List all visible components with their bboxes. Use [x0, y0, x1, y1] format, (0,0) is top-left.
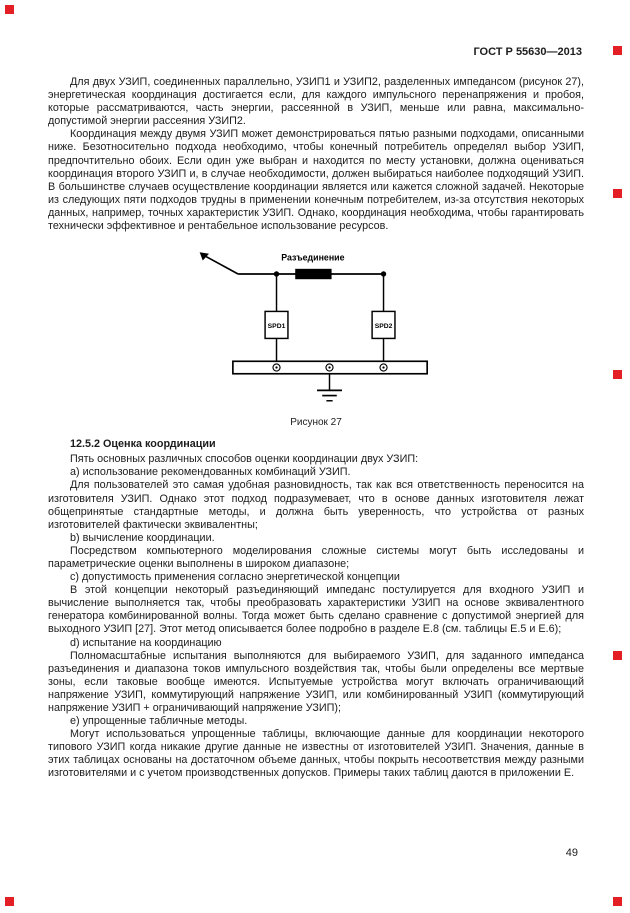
red-marker: [613, 651, 622, 660]
figure-27: Разъединение SPD1 SPD2: [176, 247, 456, 428]
red-marker: [613, 897, 622, 906]
impedance-block: [295, 268, 332, 280]
spd1-label: SPD1: [268, 323, 286, 330]
list-item-b: b) вычисление координации.: [70, 531, 215, 544]
paragraph-b: Посредством компьютерного моделирования …: [48, 544, 584, 570]
paragraph-intro-2: Координация между двумя УЗИП может демон…: [48, 128, 584, 233]
list-item-d: d) испытание на координацию: [70, 636, 222, 649]
list-item-a: а) использование рекомендованных комбина…: [70, 466, 351, 479]
red-marker: [5, 897, 14, 906]
spd2-box: SPD2: [371, 310, 396, 340]
spd2-label: SPD2: [375, 323, 393, 330]
paragraph-intro-1: Для двух УЗИП, соединенных параллельно, …: [48, 76, 584, 128]
standard-number: ГОСТ Р 55630—2013: [473, 46, 582, 58]
paragraph-c: В этой концепции некоторый разъединяющий…: [48, 584, 584, 636]
spd1-box: SPD1: [264, 310, 289, 340]
paragraph-list-intro: Пять основных различных способов оценки …: [70, 453, 419, 466]
red-marker: [613, 370, 622, 379]
red-marker: [613, 46, 622, 55]
red-marker: [5, 5, 14, 14]
page-number: 49: [565, 847, 578, 859]
paragraph-a: Для пользователей это самая удобная разн…: [48, 479, 584, 531]
node-dot-right: [380, 271, 387, 277]
paragraph-e: Могут использоваться упрощенные таблицы,…: [48, 728, 584, 780]
impedance-label: Разъединение: [281, 253, 344, 263]
node-dot-left: [273, 271, 280, 277]
list-item-c: с) допустимость применения согласно энер…: [70, 571, 400, 584]
surge-arrow-icon: [199, 252, 239, 275]
paragraph-d: Полномасштабные испытания выполняются дл…: [48, 649, 584, 714]
red-marker: [613, 189, 622, 198]
ground-icon: [317, 373, 342, 402]
section-heading: 12.5.2 Оценка координации: [70, 438, 216, 451]
circuit-diagram: Разъединение SPD1 SPD2: [199, 252, 428, 402]
list-item-e: е) упрощенные табличные методы.: [70, 715, 248, 728]
document-content: Для двух УЗИП, соединенных параллельно, …: [48, 76, 584, 781]
document-header: ГОСТ Р 55630—2013: [48, 46, 582, 58]
figure-caption: Рисунок 27: [290, 417, 342, 429]
bar-terminals: [272, 363, 388, 372]
